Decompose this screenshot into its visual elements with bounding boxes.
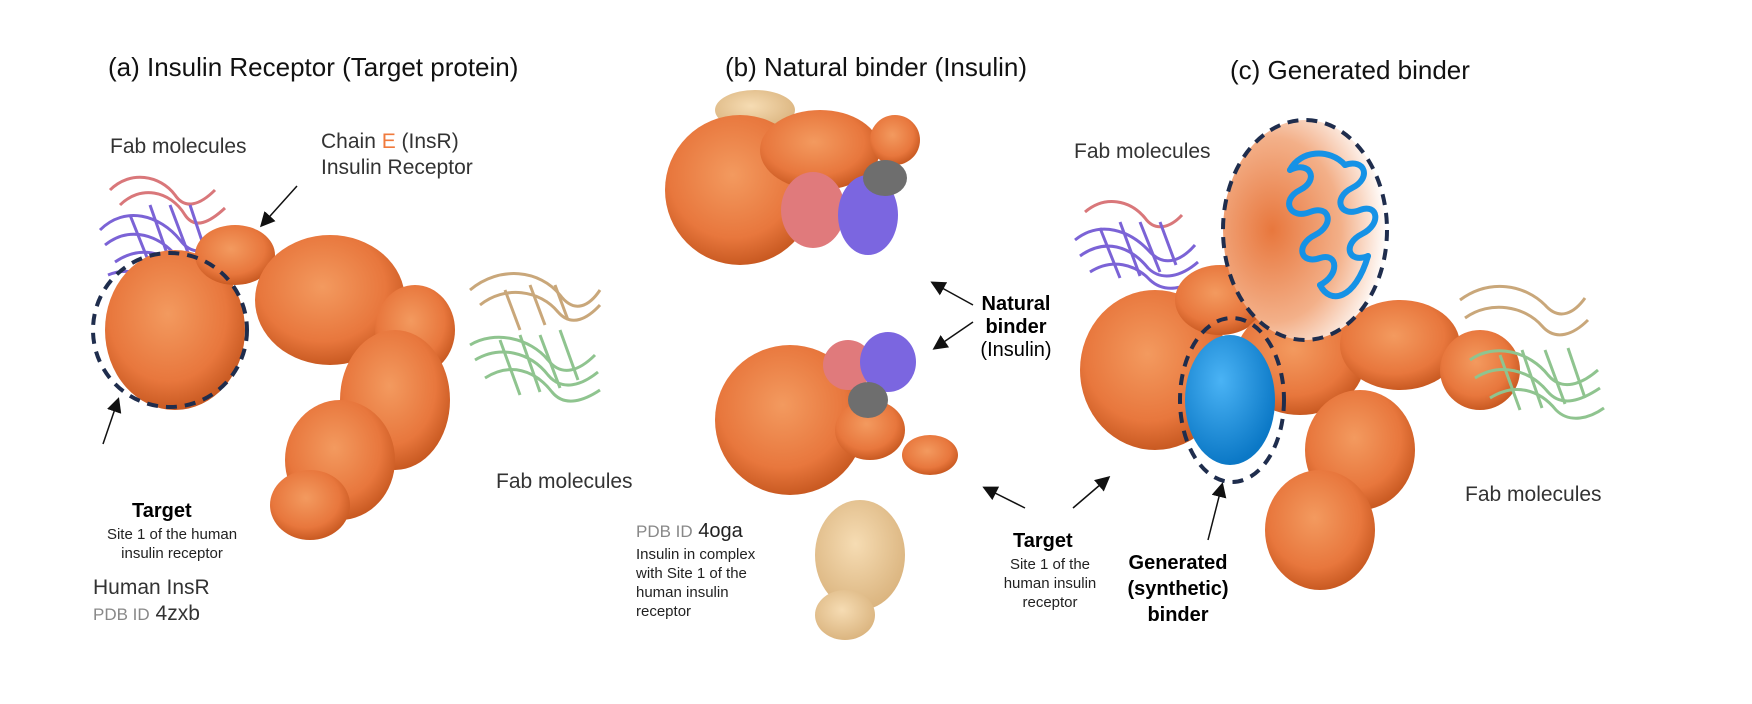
fab-label-top-a: Fab molecules	[110, 135, 247, 158]
arrow-chain-e	[259, 185, 298, 228]
target-desc-a-line1: Site 1 of the human	[106, 526, 238, 543]
chain-label-a: Chain E (InsR)	[321, 130, 459, 154]
panel-c-illustration	[1074, 118, 1605, 590]
fab-molecule-top-c	[1074, 200, 1201, 290]
natural-binder-line1: Natural	[981, 293, 1051, 315]
pdb-desc-b-line4: receptor	[636, 603, 692, 620]
natural-binder-label: Natural binder (Insulin)	[975, 293, 1057, 362]
panel-b-illustration	[665, 90, 974, 640]
panel-a-illustration	[91, 175, 602, 540]
fab-molecule-right-c	[1459, 284, 1605, 420]
receptor-surface-bottom-b	[715, 345, 958, 495]
pdb-value-b: 4oga	[698, 520, 743, 542]
generated-binder-helices	[1286, 150, 1379, 300]
panel-a-title: (a) Insulin Receptor (Target protein)	[108, 52, 519, 82]
target-desc-a-line2: insulin receptor	[121, 545, 223, 562]
generated-binder-dashed-ellipse	[1178, 316, 1286, 484]
chain-sub-label-a: Insulin Receptor	[321, 156, 473, 179]
receptor-surface-top-b	[665, 110, 920, 265]
target-desc-c-line3: receptor	[1022, 594, 1078, 611]
insulin-pink-bottom-b	[823, 340, 873, 390]
generated-binder-line3: binder	[1147, 604, 1209, 626]
target-label-a: Target	[132, 500, 192, 522]
pdb-id-a: PDB ID 4zxb	[93, 602, 200, 626]
insulin-purple-bottom-b	[860, 332, 916, 392]
arrow-target-b	[982, 486, 1026, 509]
chain-label-prefix: Chain	[321, 130, 382, 153]
tan-surface-bottom-b	[815, 500, 905, 640]
natural-binder-line3: (Insulin)	[980, 339, 1052, 361]
target-label-c: Target	[1013, 530, 1073, 552]
panel-b-title: (b) Natural binder (Insulin)	[725, 52, 1028, 82]
panel-c-title: (c) Generated binder	[1230, 55, 1470, 85]
fab-molecule-right-a	[469, 272, 602, 403]
pdb-label-b: PDB ID	[636, 522, 693, 541]
arrow-target-c	[1072, 476, 1111, 509]
generated-binder-line2: (synthetic)	[1127, 578, 1229, 600]
fab-label-top-c: Fab molecules	[1074, 140, 1211, 163]
target-desc-a: Site 1 of the human insulin receptor	[82, 525, 262, 563]
arrow-target-a	[102, 397, 122, 445]
chain-label-suffix: (InsR)	[395, 130, 459, 153]
pdb-desc-b-line1: Insulin in complex	[636, 546, 756, 563]
pdb-label-a: PDB ID	[93, 605, 150, 624]
arrow-generated-binder	[1207, 482, 1227, 541]
pdb-id-b: PDB ID 4oga	[636, 520, 743, 543]
fab-label-right-c: Fab molecules	[1465, 483, 1602, 506]
pdb-desc-b-line3: human insulin	[636, 584, 729, 601]
generated-binder-line1: Generated	[1128, 552, 1228, 574]
chain-letter-e: E	[381, 130, 396, 153]
arrow-natural-binder-bottom	[932, 321, 974, 350]
zoom-inset-background	[1223, 120, 1387, 340]
pdb-desc-b: Insulin in complex with Site 1 of the hu…	[636, 545, 755, 621]
insulin-pink-top-b	[781, 172, 845, 248]
insulin-gray-top-b	[863, 160, 907, 196]
generated-binder-label: Generated (synthetic) binder	[1113, 550, 1243, 628]
pdb-value-a: 4zxb	[155, 602, 200, 625]
fab-label-right-a: Fab molecules	[496, 470, 633, 493]
target-desc-c-line1: Site 1 of the	[1009, 556, 1091, 573]
zoom-inset-dashed-ellipse	[1221, 118, 1389, 342]
target-desc-c-line2: human insulin	[1003, 575, 1097, 592]
target-dashed-circle-a	[91, 251, 249, 409]
pdb-desc-b-line2: with Site 1 of the	[636, 565, 747, 582]
natural-binder-line2: binder	[985, 316, 1047, 338]
target-desc-c: Site 1 of the human insulin receptor	[990, 555, 1110, 612]
insulin-receptor-surface-a	[105, 225, 455, 540]
human-insr-label: Human InsR	[93, 576, 210, 599]
generated-binder-surface	[1185, 335, 1275, 465]
insulin-gray-bottom-b	[848, 382, 888, 418]
arrow-natural-binder-top	[930, 281, 974, 306]
